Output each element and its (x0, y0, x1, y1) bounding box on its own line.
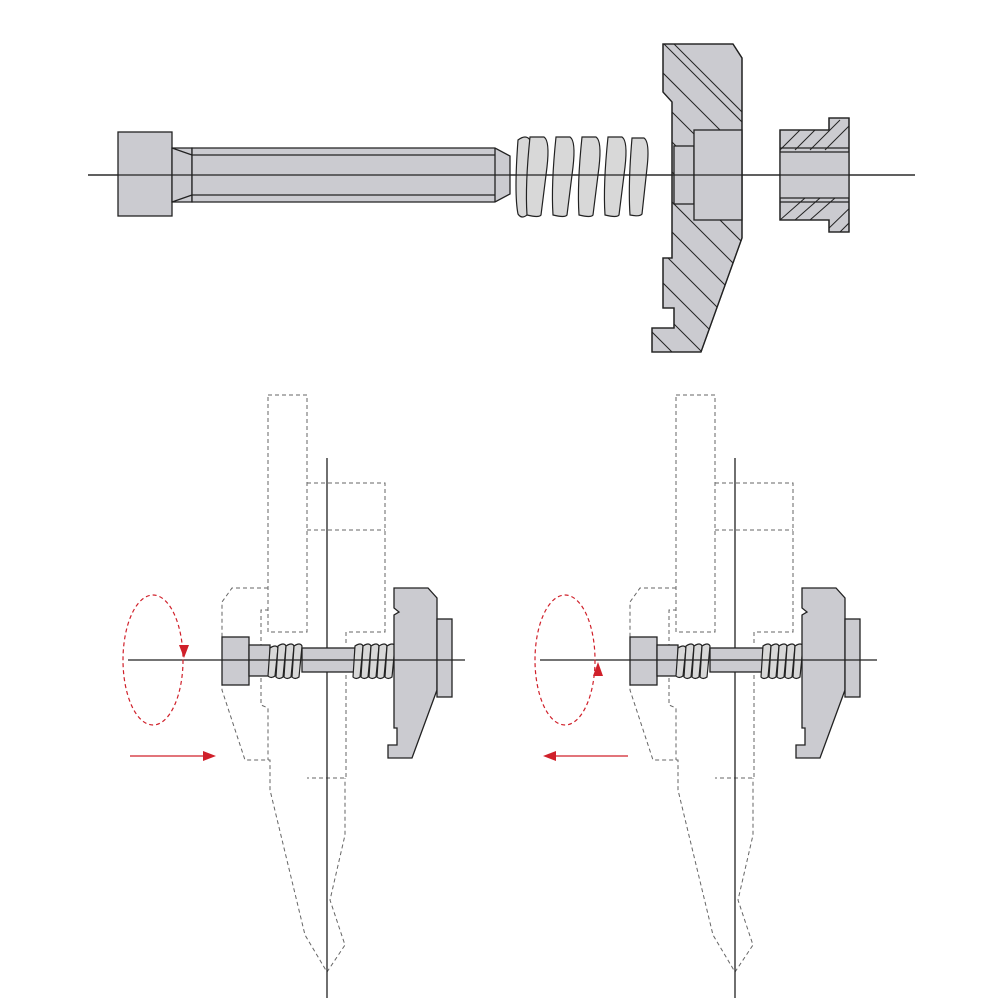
bolt (117, 131, 511, 217)
tighten-view (122, 394, 465, 999)
bolt-head (117, 131, 173, 217)
clamp-jaw-section (651, 43, 743, 353)
rotation-arrow-icon (534, 594, 596, 726)
release-view (534, 394, 877, 999)
spring (515, 136, 649, 218)
rotation-arrow-icon (122, 594, 184, 726)
exploded-view (88, 43, 915, 353)
rotation-direction-up-icon (593, 662, 603, 676)
flanged-nut-section (88, 117, 915, 233)
rotation-direction-down-icon (179, 645, 189, 658)
